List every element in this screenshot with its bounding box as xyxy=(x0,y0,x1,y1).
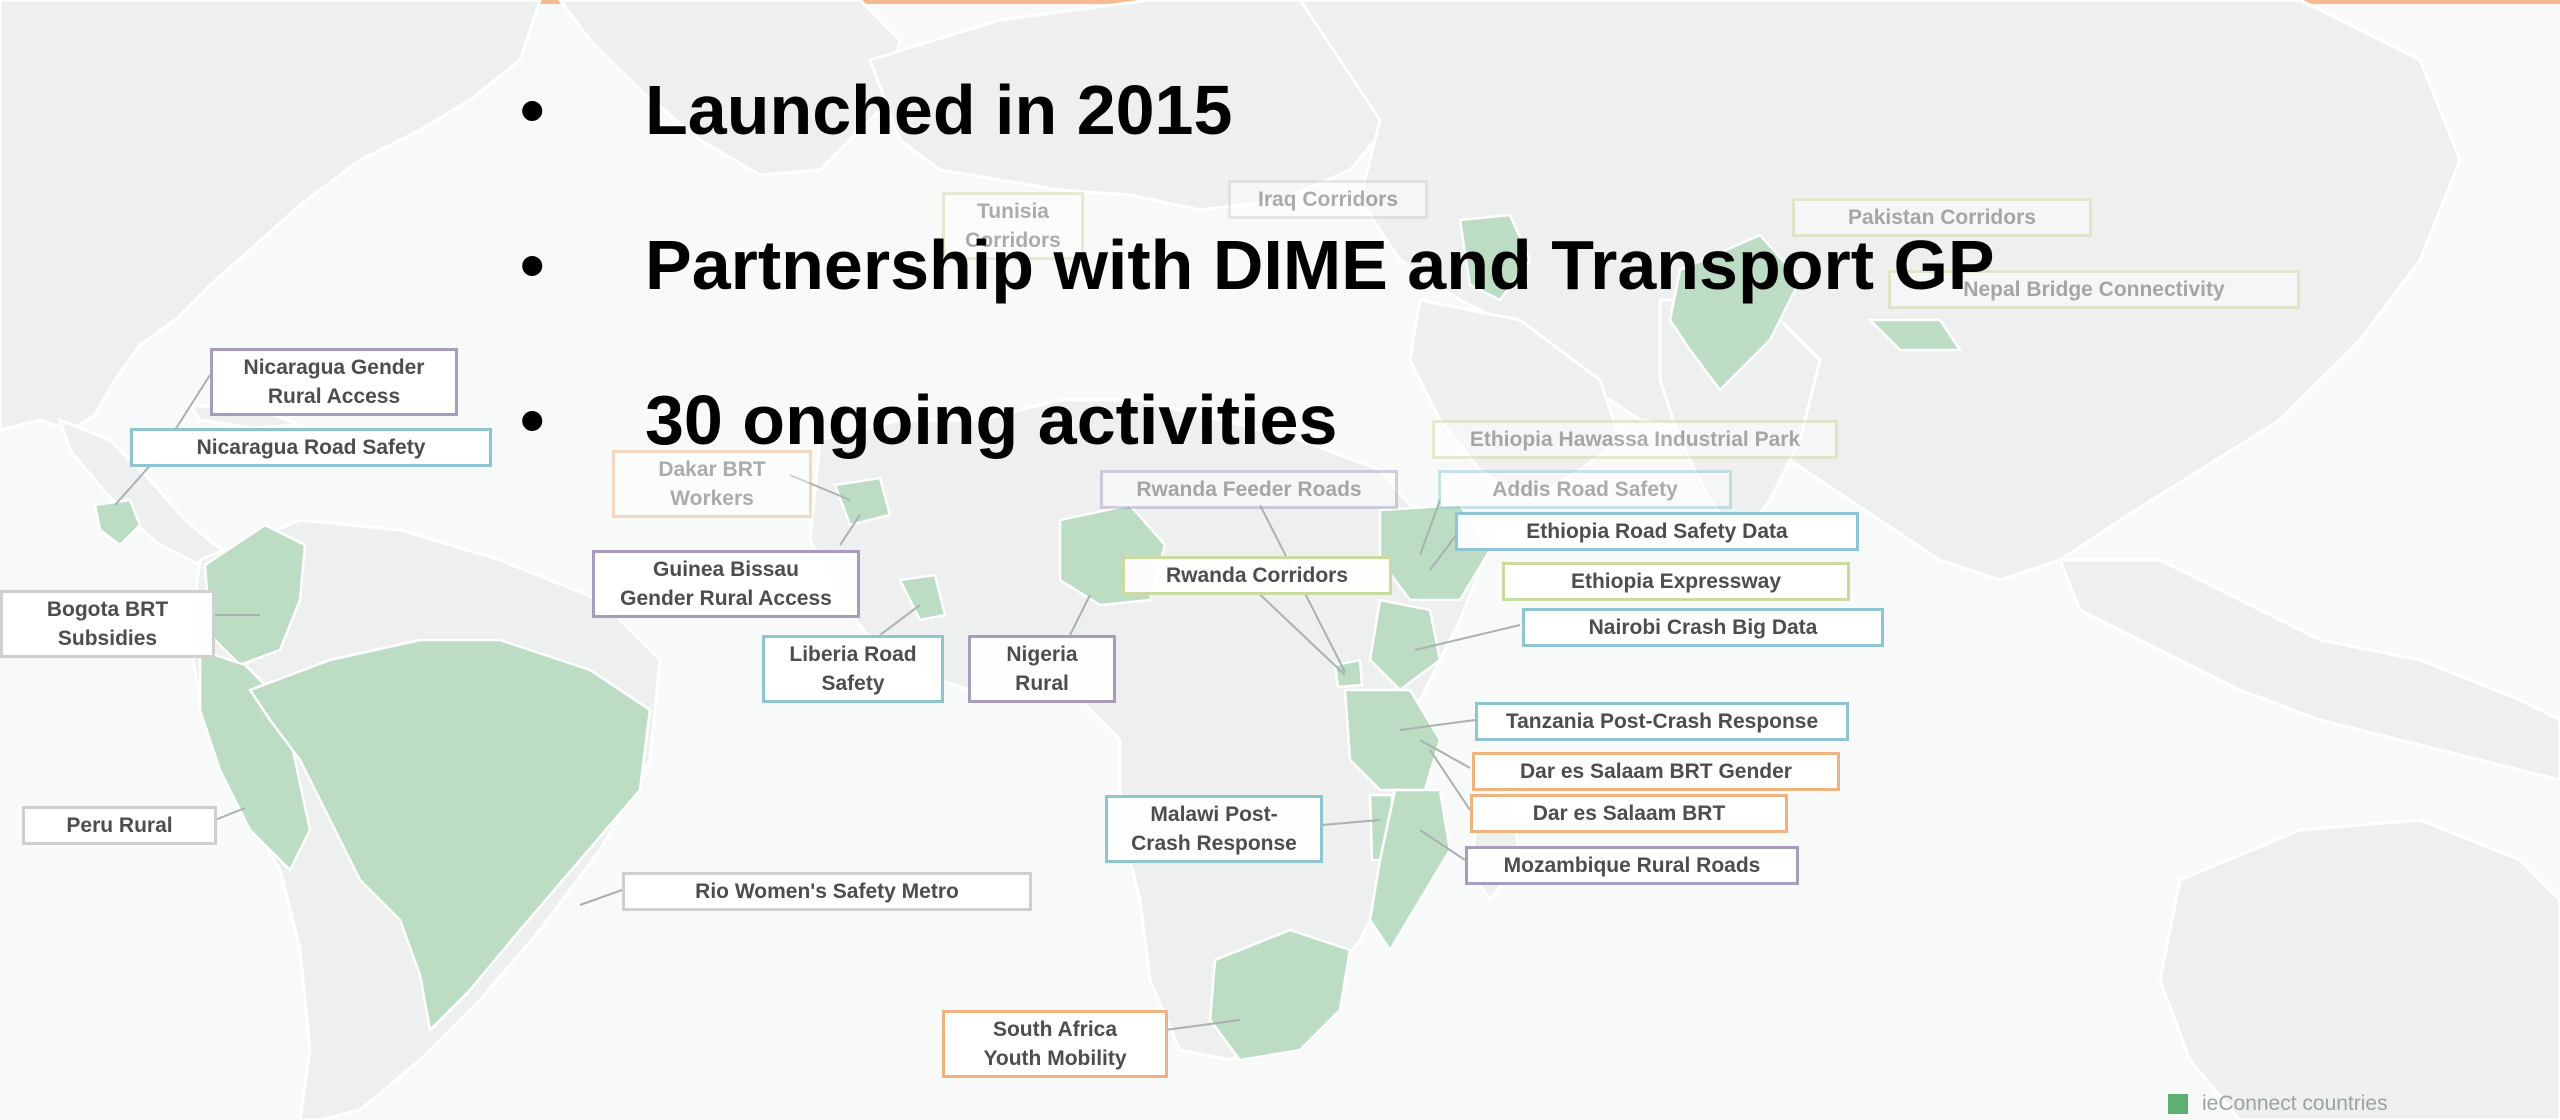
bullet-glyph: • xyxy=(520,381,545,459)
leader-line xyxy=(1321,819,1381,826)
label-tunisia-corridors: Tunisia Corridors xyxy=(942,192,1084,260)
leader-line xyxy=(214,807,246,821)
leader-line xyxy=(579,889,623,906)
land-europe xyxy=(868,0,1402,212)
label-rwanda-corridors: Rwanda Corridors xyxy=(1122,556,1392,595)
bullet-glyph: • xyxy=(520,226,545,304)
leader-line xyxy=(1414,624,1521,651)
label-dakar-brt: Dakar BRT Workers xyxy=(612,450,812,518)
bullet-glyph: • xyxy=(520,71,545,149)
bullet-item: • 30 ongoing activities xyxy=(520,370,2220,525)
leader-line xyxy=(1399,719,1476,731)
label-dar-brt-gender: Dar es Salaam BRT Gender xyxy=(1472,752,1840,791)
highlight-colombia xyxy=(203,523,307,667)
highlight-peru xyxy=(198,648,312,873)
label-rio-womens-safety: Rio Women's Safety Metro xyxy=(622,872,1032,911)
highlight-rwanda xyxy=(1333,658,1364,689)
leader-line xyxy=(1429,749,1471,811)
land-arabia xyxy=(1408,298,1622,502)
highlight-kenya xyxy=(1368,598,1442,692)
leader-line xyxy=(789,474,851,501)
label-addis-road-safety: Addis Road Safety xyxy=(1438,470,1732,509)
label-south-africa-youth: South Africa Youth Mobility xyxy=(942,1010,1168,1078)
leader-line xyxy=(1419,829,1466,861)
label-nigeria-rural: Nigeria Rural xyxy=(968,635,1116,703)
highlight-nicaragua xyxy=(93,498,142,547)
label-nairobi-crash: Nairobi Crash Big Data xyxy=(1522,608,1884,647)
land-greenland xyxy=(558,0,902,177)
leader-line xyxy=(1249,584,1346,676)
leader-line xyxy=(1419,499,1441,556)
label-ethiopia-road-safety-data: Ethiopia Road Safety Data xyxy=(1455,512,1859,551)
label-mozambique-rural: Mozambique Rural Roads xyxy=(1465,846,1799,885)
highlight-liberia xyxy=(898,573,947,622)
leader-line xyxy=(114,459,156,506)
legend-swatch xyxy=(2168,1094,2188,1114)
label-bogota-brt: Bogota BRT Subsidies xyxy=(0,590,215,658)
label-ethiopia-hawassa: Ethiopia Hawassa Industrial Park xyxy=(1432,420,1838,459)
leader-line xyxy=(839,514,861,546)
highlight-senegal xyxy=(833,476,892,527)
label-liberia-road-safety: Liberia Road Safety xyxy=(762,635,944,703)
highlight-nepal xyxy=(1866,318,1963,352)
highlight-pakistan xyxy=(1668,233,1802,392)
label-dar-brt: Dar es Salaam BRT xyxy=(1470,794,1788,833)
label-ethiopia-expressway: Ethiopia Expressway xyxy=(1502,562,1850,601)
highlight-mozambique xyxy=(1368,788,1452,953)
leader-line xyxy=(1164,1019,1241,1031)
land-asia xyxy=(1298,0,2462,582)
highlight-south-africa xyxy=(1208,928,1352,1062)
leader-line xyxy=(1069,594,1091,636)
land-australia xyxy=(2158,818,2560,1120)
leader-line xyxy=(879,604,921,636)
bullet-text: Launched in 2015 xyxy=(645,71,1233,149)
bullet-item: • Launched in 2015 xyxy=(520,60,2220,215)
label-rwanda-feeder: Rwanda Feeder Roads xyxy=(1100,470,1398,509)
label-nicaragua-road-safety: Nicaragua Road Safety xyxy=(130,428,492,467)
label-guinea-bissau: Guinea Bissau Gender Rural Access xyxy=(592,550,860,618)
label-malawi-post-crash: Malawi Post- Crash Response xyxy=(1105,795,1323,863)
label-tanzania-post-crash: Tanzania Post-Crash Response xyxy=(1475,702,1849,741)
land-north-america xyxy=(0,0,542,432)
highlight-brazil xyxy=(248,638,652,1033)
bullet-item: • Partnership with DIME and Transport GP xyxy=(520,215,2220,370)
bullet-text: 30 ongoing activities xyxy=(645,381,1338,459)
bullet-text: Partnership with DIME and Transport GP xyxy=(645,226,1995,304)
legend-label: ieConnect countries xyxy=(2202,1092,2388,1115)
label-peru-rural: Peru Rural xyxy=(22,806,217,845)
land-southeast-asia xyxy=(2057,558,2560,782)
label-nicaragua-gender: Nicaragua Gender Rural Access xyxy=(210,348,458,416)
label-nepal-bridge: Nepal Bridge Connectivity xyxy=(1888,270,2300,309)
leader-line xyxy=(1419,739,1471,769)
leader-line xyxy=(174,374,211,431)
bullet-list: • Launched in 2015 • Partnership with DI… xyxy=(520,60,2220,525)
label-iraq-corridors: Iraq Corridors xyxy=(1228,180,1428,219)
highlight-iraq xyxy=(1458,213,1532,302)
label-pakistan-corridors: Pakistan Corridors xyxy=(1792,198,2092,237)
